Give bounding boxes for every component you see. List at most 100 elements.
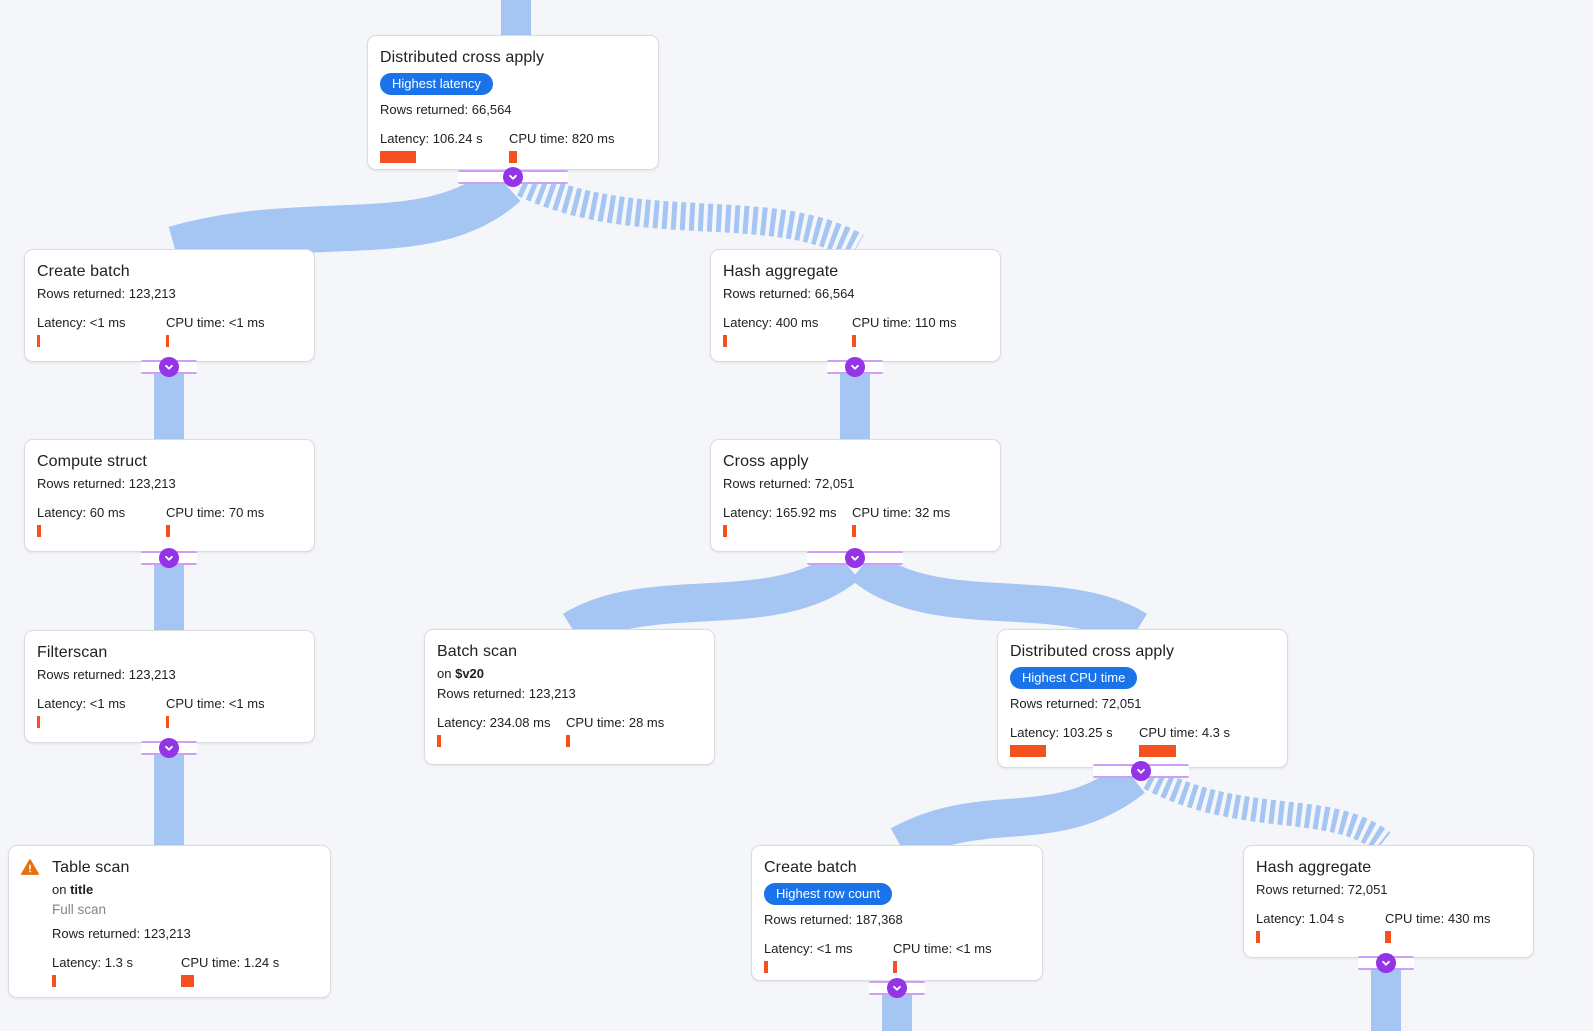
expand-connector[interactable] xyxy=(141,547,197,569)
latency-label: Latency: 1.3 s xyxy=(52,955,133,970)
cpu-time-bar xyxy=(166,525,170,537)
node-title: Distributed cross apply xyxy=(1010,643,1175,660)
scan-target: on title xyxy=(52,882,94,897)
rows-returned: Rows returned: 66,564 xyxy=(380,102,512,117)
cpu-time-label: CPU time: 4.3 s xyxy=(1139,725,1231,740)
chevron-down-icon xyxy=(1376,953,1396,973)
plan-node-hash-aggregate-2[interactable]: Hash aggregate Rows returned: 72,051 Lat… xyxy=(1243,845,1534,958)
plan-node-create-batch[interactable]: Create batch Rows returned: 123,213 Late… xyxy=(24,249,315,362)
node-title: Table scan xyxy=(52,859,130,876)
latency-bar xyxy=(37,335,40,347)
cpu-time-bar xyxy=(1385,931,1391,943)
latency-label: Latency: <1 ms xyxy=(37,315,126,330)
rows-returned: Rows returned: 123,213 xyxy=(37,286,176,301)
latency-bar xyxy=(1256,931,1260,943)
edge-dca-to-create-batch xyxy=(168,166,521,272)
latency-label: Latency: <1 ms xyxy=(764,941,853,956)
latency-label: Latency: 165.92 ms xyxy=(723,505,837,520)
cpu-time-label: CPU time: <1 ms xyxy=(166,315,265,330)
rows-returned: Rows returned: 72,051 xyxy=(1010,696,1142,711)
latency-label: Latency: <1 ms xyxy=(37,696,126,711)
chevron-down-icon xyxy=(845,548,865,568)
chevron-down-icon xyxy=(887,978,907,998)
chevron-down-icon xyxy=(1131,761,1151,781)
cpu-time-bar xyxy=(852,335,856,347)
expand-connector[interactable] xyxy=(141,737,197,759)
expand-connector[interactable] xyxy=(458,166,568,188)
rows-returned: Rows returned: 123,213 xyxy=(37,476,176,491)
rows-returned: Rows returned: 72,051 xyxy=(1256,882,1388,897)
expand-connector[interactable] xyxy=(1358,952,1414,974)
latency-label: Latency: 234.08 ms xyxy=(437,715,551,730)
latency-label: Latency: 60 ms xyxy=(37,505,126,520)
cpu-time-bar xyxy=(181,975,194,987)
latency-bar xyxy=(37,525,41,537)
latency-label: Latency: 103.25 s xyxy=(1010,725,1113,740)
cpu-time-label: CPU time: <1 ms xyxy=(166,696,265,711)
cpu-time-bar xyxy=(1139,745,1176,757)
chevron-down-icon xyxy=(159,738,179,758)
rows-returned: Rows returned: 123,213 xyxy=(437,686,576,701)
plan-node-cross-apply[interactable]: Cross apply Rows returned: 72,051 Latenc… xyxy=(710,439,1001,552)
rows-returned: Rows returned: 123,213 xyxy=(52,926,191,941)
chevron-down-icon xyxy=(845,357,865,377)
rows-returned: Rows returned: 123,213 xyxy=(37,667,176,682)
node-title: Compute struct xyxy=(37,453,147,470)
node-title: Distributed cross apply xyxy=(380,49,545,66)
cpu-time-bar xyxy=(166,716,169,728)
highest-row-count-badge: Highest row count xyxy=(764,883,893,905)
expand-connector[interactable] xyxy=(827,356,883,378)
chevron-down-icon xyxy=(159,357,179,377)
chevron-down-icon xyxy=(503,167,523,187)
node-title: Create batch xyxy=(37,263,130,280)
expand-connector[interactable] xyxy=(869,977,925,999)
edge-cross-apply-to-batch-scan xyxy=(562,549,860,647)
node-title: Batch scan xyxy=(437,643,518,660)
cpu-time-label: CPU time: 28 ms xyxy=(566,715,665,730)
plan-node-batch-scan[interactable]: Batch scan on $v20 Rows returned: 123,21… xyxy=(424,629,715,765)
plan-node-compute-struct[interactable]: Compute struct Rows returned: 123,213 La… xyxy=(24,439,315,552)
latency-bar xyxy=(37,716,40,728)
plan-node-distributed-cross-apply-2[interactable]: Distributed cross apply Highest CPU time… xyxy=(997,629,1288,768)
cpu-time-label: CPU time: <1 ms xyxy=(893,941,992,956)
chevron-down-icon xyxy=(159,548,179,568)
cpu-time-bar xyxy=(509,151,517,163)
cpu-time-bar xyxy=(166,335,169,347)
edge-cross-apply-to-dca2 xyxy=(850,549,1148,647)
plan-node-create-batch-2[interactable]: Create batch Highest row count Rows retu… xyxy=(751,845,1043,981)
cpu-time-label: CPU time: 820 ms xyxy=(509,131,615,146)
latency-bar xyxy=(52,975,56,987)
highest-latency-badge: Highest latency xyxy=(380,73,493,95)
scan-target: on $v20 xyxy=(437,666,485,681)
cpu-time-bar xyxy=(893,961,897,973)
expand-connector[interactable] xyxy=(807,547,903,569)
plan-node-hash-aggregate[interactable]: Hash aggregate Rows returned: 66,564 Lat… xyxy=(710,249,1001,362)
latency-label: Latency: 400 ms xyxy=(723,315,819,330)
node-title: Cross apply xyxy=(723,453,809,470)
node-title: Filterscan xyxy=(37,644,108,661)
latency-bar xyxy=(723,335,727,347)
expand-connector[interactable] xyxy=(1093,760,1189,782)
node-title: Hash aggregate xyxy=(1256,859,1372,876)
plan-node-table-scan[interactable]: Table scan on title Full scan Rows retur… xyxy=(8,845,331,998)
rows-returned: Rows returned: 187,368 xyxy=(764,912,903,927)
cpu-time-label: CPU time: 110 ms xyxy=(852,315,957,330)
latency-label: Latency: 106.24 s xyxy=(380,131,483,146)
plan-node-filterscan[interactable]: Filterscan Rows returned: 123,213 Latenc… xyxy=(24,630,315,743)
latency-bar xyxy=(764,961,768,973)
latency-bar xyxy=(723,525,727,537)
full-scan-note: Full scan xyxy=(52,902,107,917)
plan-node-distributed-cross-apply[interactable]: Distributed cross apply Highest latency … xyxy=(367,35,659,170)
highest-cpu-time-badge: Highest CPU time xyxy=(1010,667,1138,689)
cpu-time-label: CPU time: 1.24 s xyxy=(181,955,280,970)
cpu-time-label: CPU time: 430 ms xyxy=(1385,911,1491,926)
cpu-time-bar xyxy=(852,525,856,537)
warning-triangle-icon xyxy=(21,859,39,875)
cpu-time-bar xyxy=(566,735,570,747)
expand-connector[interactable] xyxy=(141,356,197,378)
latency-bar xyxy=(437,735,441,747)
latency-label: Latency: 1.04 s xyxy=(1256,911,1345,926)
rows-returned: Rows returned: 72,051 xyxy=(723,476,855,491)
